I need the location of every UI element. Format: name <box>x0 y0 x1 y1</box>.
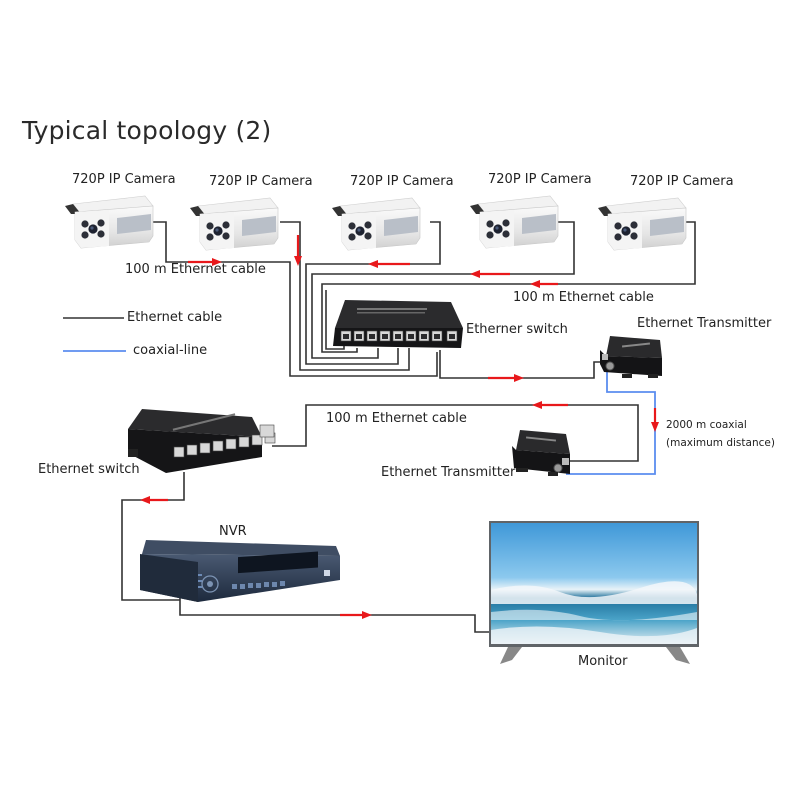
switch-bottom-label: Ethernet switch <box>38 462 140 477</box>
ip-camera-icon[interactable] <box>190 197 279 251</box>
transmitter-top-label: Ethernet Transmitter <box>637 316 772 331</box>
wire-backhaul <box>272 404 639 462</box>
nvr-label: NVR <box>219 524 247 539</box>
wire-nvr-monitor <box>179 596 492 633</box>
wire-cam2 <box>280 221 410 371</box>
wire-switch-nvr <box>121 472 185 601</box>
arrow-icon <box>530 280 558 288</box>
legend-coax-label: coaxial-line <box>133 343 208 358</box>
camera-5-label: 720P IP Camera <box>630 174 734 189</box>
wire-cam1 <box>150 221 438 377</box>
nvr-device[interactable] <box>140 540 340 602</box>
ethernet-transmitter-bottom[interactable] <box>512 430 570 476</box>
wire-coax <box>566 372 656 475</box>
page-title: Typical topology (2) <box>22 116 272 145</box>
camera-2-label: 720P IP Camera <box>209 174 313 189</box>
monitor-device[interactable] <box>489 521 699 664</box>
camera-4-label: 720P IP Camera <box>488 172 592 187</box>
wire-uplink <box>439 350 602 379</box>
wire-cam4 <box>311 221 575 359</box>
camera-1-label: 720P IP Camera <box>72 172 176 187</box>
arrow-icon <box>651 408 659 432</box>
cable-label-top-left: 100 m Ethernet cable <box>125 262 266 277</box>
ethernet-wires <box>63 221 696 633</box>
ethernet-transmitter-top[interactable] <box>600 336 662 378</box>
transmitter-bottom-label: Ethernet Transmitter <box>381 465 516 480</box>
ethernet-switch-bottom[interactable] <box>128 409 276 473</box>
coax-wires <box>63 350 656 475</box>
ip-camera-icon[interactable] <box>65 195 154 249</box>
cameras-layer <box>65 195 687 251</box>
arrow-icon <box>340 611 372 619</box>
flow-arrows <box>140 235 659 619</box>
arrow-icon <box>294 235 302 266</box>
arrow-icon <box>488 374 524 382</box>
wire-cam3 <box>305 221 441 365</box>
arrow-icon <box>470 270 510 278</box>
ip-camera-icon[interactable] <box>598 197 687 251</box>
wire-cam5 <box>321 221 696 353</box>
ethernet-switch-top[interactable] <box>333 300 463 348</box>
monitor-label: Monitor <box>578 654 628 669</box>
coax-distance-note: (maximum distance) <box>666 437 775 449</box>
legend-ethernet-label: Ethernet cable <box>127 310 223 325</box>
arrow-icon <box>140 496 168 504</box>
wire-inner <box>325 290 345 350</box>
camera-3-label: 720P IP Camera <box>350 174 454 189</box>
arrow-icon <box>532 401 568 409</box>
ip-camera-icon[interactable] <box>332 197 421 251</box>
cable-label-top-right: 100 m Ethernet cable <box>513 290 654 305</box>
cable-label-middle: 100 m Ethernet cable <box>326 411 467 426</box>
arrow-icon <box>368 260 410 268</box>
arrow-icon <box>188 258 222 266</box>
switch-top-label: Etherner switch <box>466 322 568 337</box>
coax-distance-label: 2000 m coaxial <box>666 419 747 431</box>
ip-camera-icon[interactable] <box>470 195 559 249</box>
